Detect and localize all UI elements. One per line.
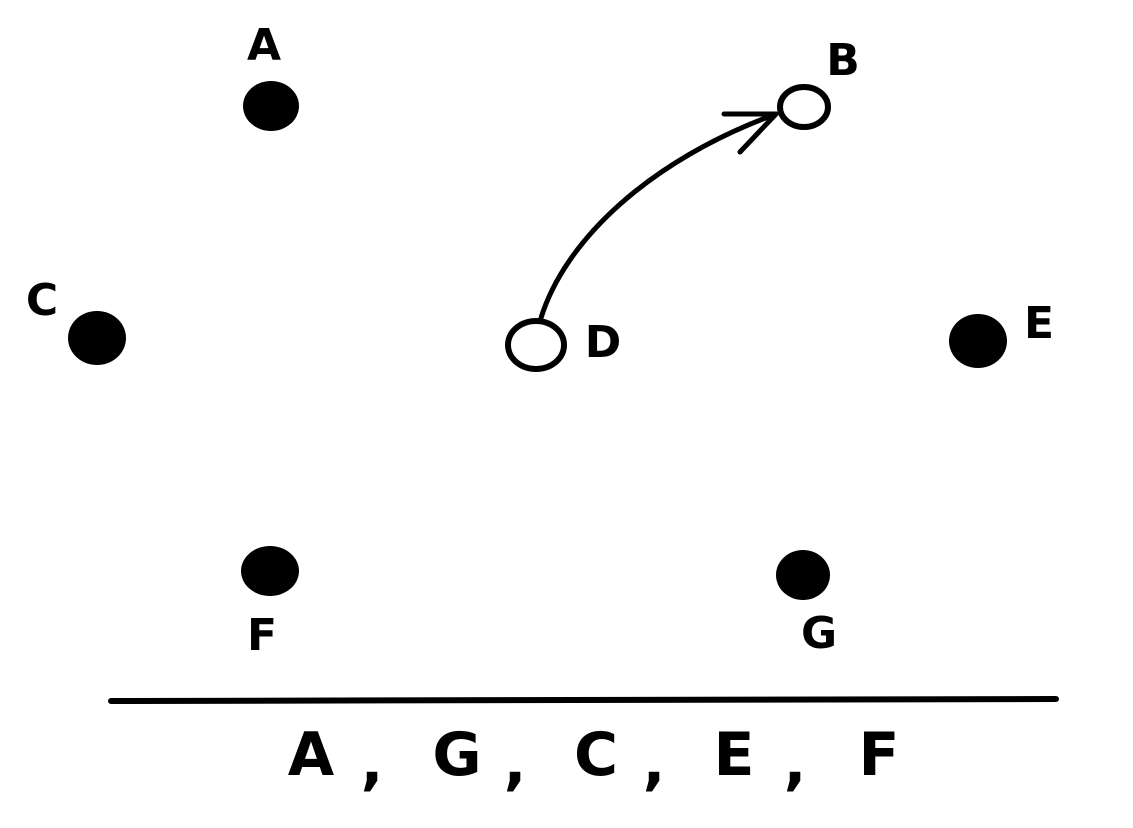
node-d-label: D: [585, 317, 622, 368]
sequence-separator-1: ,: [361, 728, 386, 798]
answer-sequence: A , G , C , E , F: [288, 720, 902, 798]
node-e-dot: [949, 314, 1007, 368]
sequence-separator-2: ,: [504, 728, 529, 798]
sequence-item-1: A: [288, 720, 336, 790]
edge-d-to-b: [538, 111, 779, 321]
sequence-item-2: G: [432, 720, 483, 790]
node-a-label: A: [247, 20, 281, 71]
node-e-label: E: [1024, 298, 1054, 349]
node-g: G: [776, 550, 837, 659]
sequence-item-3: C: [574, 720, 620, 790]
node-c-label: C: [26, 275, 58, 326]
node-f-dot: [241, 546, 299, 596]
sequence-separator-4: ,: [784, 728, 809, 798]
node-g-dot: [776, 550, 830, 600]
node-b: B: [777, 35, 860, 130]
divider-line: [108, 696, 1059, 704]
node-a-dot: [243, 81, 299, 131]
node-g-label: G: [801, 608, 837, 659]
node-f-label: F: [247, 610, 277, 661]
node-f: F: [241, 546, 299, 661]
arrowhead-icon: [721, 111, 779, 155]
node-b-label: B: [826, 35, 860, 86]
sequence-item-4: E: [714, 720, 757, 790]
node-d: D: [505, 317, 622, 372]
sequence-item-5: F: [859, 720, 902, 790]
node-b-circle: [777, 84, 831, 130]
node-c: C: [26, 275, 126, 365]
sequence-separator-3: ,: [643, 728, 668, 798]
curved-arrow-shaft: [538, 111, 779, 321]
node-c-dot: [68, 311, 126, 365]
node-d-circle: [505, 318, 567, 372]
node-e: E: [949, 298, 1054, 368]
node-a: A: [243, 20, 299, 131]
